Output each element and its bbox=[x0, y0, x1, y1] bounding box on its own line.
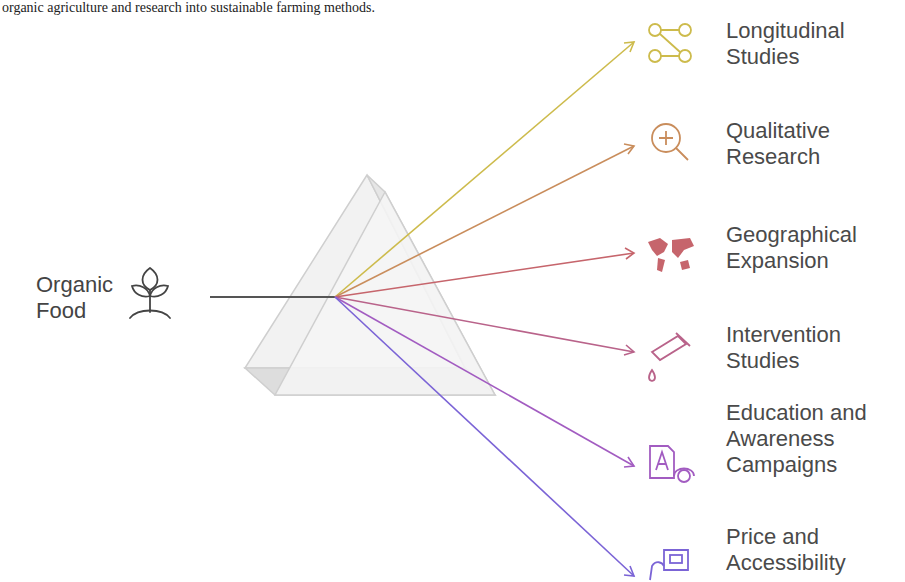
branch-label: Geographical Expansion bbox=[726, 222, 896, 274]
branch-label: Price and Accessibility bbox=[726, 524, 896, 576]
branch-label: Education and Awareness Campaigns bbox=[726, 400, 876, 478]
source-label: Organic Food bbox=[36, 272, 126, 324]
branch-label: Longitudinal Studies bbox=[726, 18, 896, 70]
branch-label: Intervention Studies bbox=[726, 322, 896, 374]
branch-label: Qualitative Research bbox=[726, 118, 896, 170]
note-text: organic agriculture and research into su… bbox=[2, 0, 375, 16]
